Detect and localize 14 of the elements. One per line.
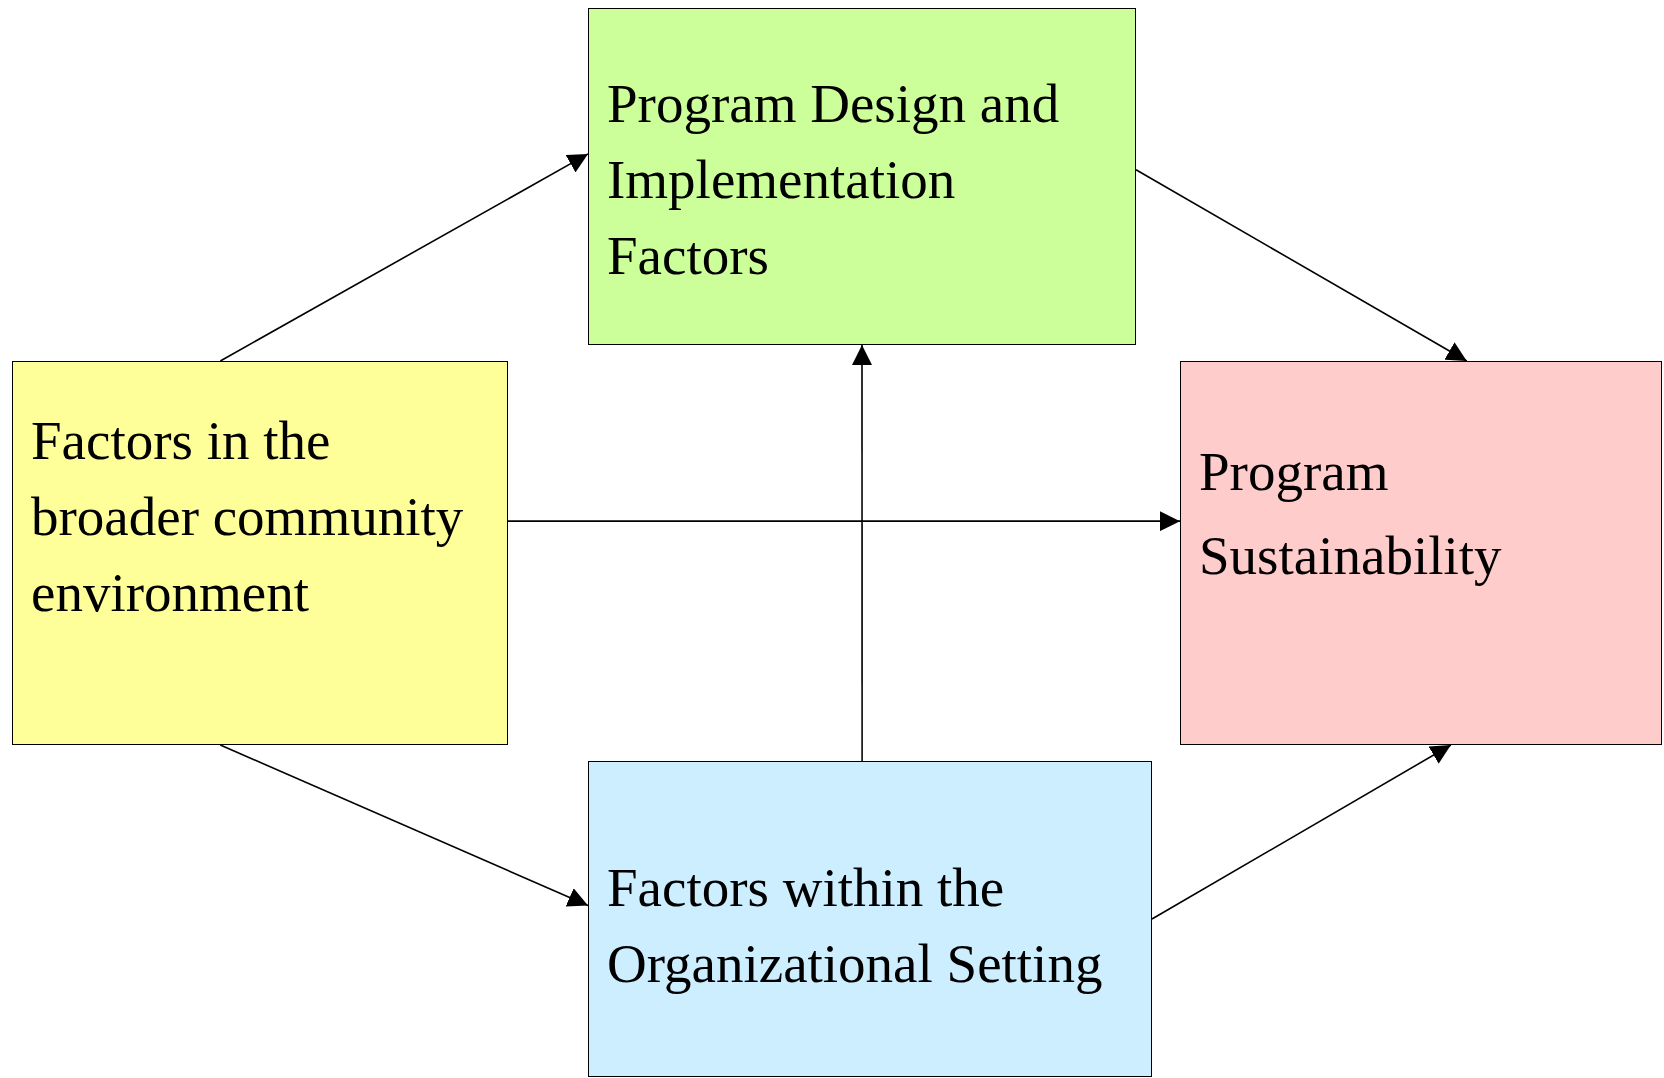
box-label: Program Sustainability — [1199, 440, 1503, 588]
factor-box — [588, 8, 1136, 345]
arrow — [507, 511, 1181, 532]
factor-box — [12, 361, 508, 745]
arrow — [1151, 744, 1452, 920]
arrow — [219, 153, 589, 362]
arrow — [219, 744, 589, 907]
arrow — [852, 344, 872, 762]
arrow — [1135, 168, 1468, 362]
box-label: Factors within the Organizational Setting — [607, 856, 1104, 996]
factor-box — [588, 761, 1152, 1077]
box-label: Program Design and Implementation Factors — [607, 72, 1061, 288]
factor-box — [1180, 361, 1662, 745]
box-label: Factors in the broader community environment — [31, 409, 465, 625]
